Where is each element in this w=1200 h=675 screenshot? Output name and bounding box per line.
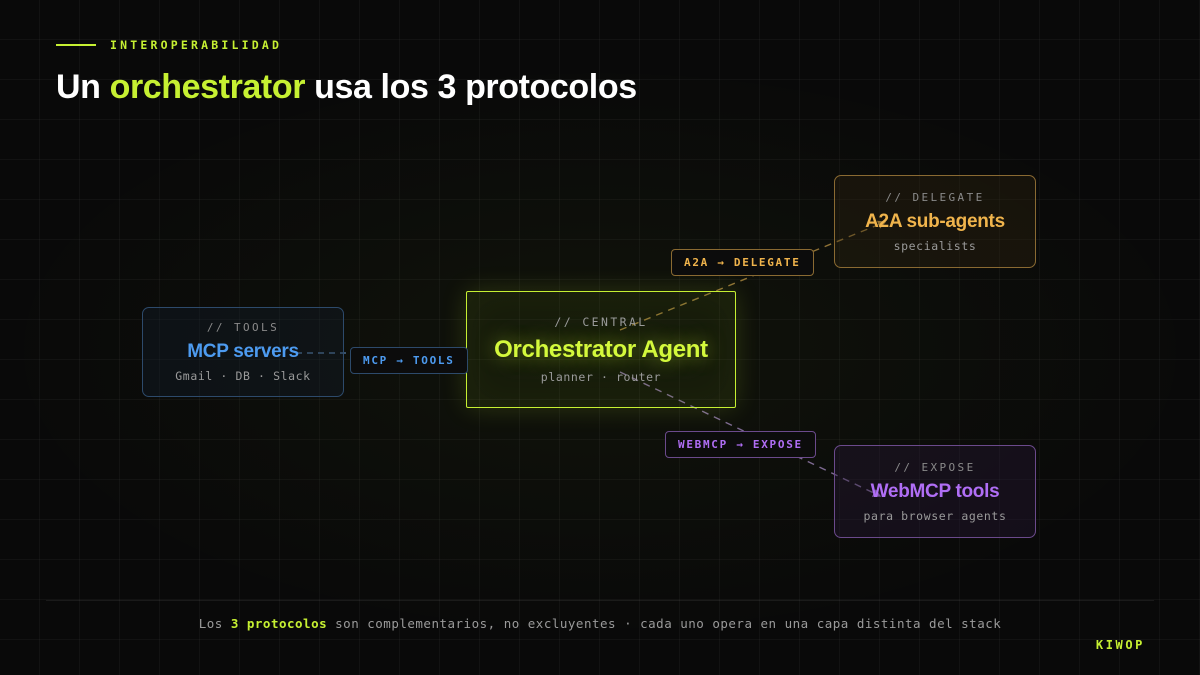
- node-title: MCP servers: [187, 341, 299, 362]
- footer-text-1: Los: [198, 616, 231, 631]
- eyebrow-rule: [56, 44, 96, 46]
- eyebrow-label: INTEROPERABILIDAD: [110, 38, 283, 52]
- node-orchestrator-agent[interactable]: // CENTRAL Orchestrator Agent planner · …: [466, 291, 736, 408]
- page-title-prefix: Un: [56, 68, 110, 106]
- connector-central-to-delegate: [619, 220, 887, 331]
- brand-logo: KIWOP: [1095, 638, 1145, 652]
- node-kicker: // CENTRAL: [554, 315, 648, 329]
- edge-label-mcp-tools[interactable]: MCP → TOOLS: [350, 347, 468, 374]
- node-a2a-sub-agents[interactable]: // DELEGATE A2A sub-agents specialists: [834, 175, 1036, 268]
- footer-highlight: 3 protocolos: [230, 616, 328, 631]
- eyebrow: INTEROPERABILIDAD: [56, 38, 637, 52]
- page-title: Un orchestrator usa los 3 protocolos: [56, 68, 637, 107]
- node-kicker: // TOOLS: [206, 321, 280, 334]
- node-subtitle: Gmail · DB · Slack: [175, 369, 311, 383]
- page-title-suffix: usa los 3 protocolos: [305, 68, 637, 106]
- node-webmcp-tools[interactable]: // EXPOSE WebMCP tools para browser agen…: [834, 445, 1036, 538]
- node-mcp-servers[interactable]: // TOOLS MCP servers Gmail · DB · Slack: [142, 307, 344, 397]
- footer-text-2: son complementarios, no excluyentes · ca…: [327, 616, 1002, 631]
- node-title: WebMCP tools: [870, 480, 1000, 502]
- header: INTEROPERABILIDAD Un orchestrator usa lo…: [56, 38, 637, 107]
- edge-label-a2a-delegate[interactable]: A2A → DELEGATE: [671, 249, 814, 276]
- node-kicker: // DELEGATE: [885, 190, 985, 204]
- footer-note: Los 3 protocolos son complementarios, no…: [0, 616, 1200, 631]
- page-title-highlight: orchestrator: [109, 68, 306, 106]
- footer-divider: [46, 600, 1154, 601]
- node-title: A2A sub-agents: [865, 210, 1005, 232]
- edge-label-webmcp-expose[interactable]: WEBMCP → EXPOSE: [665, 431, 816, 458]
- node-subtitle: para browser agents: [863, 508, 1007, 523]
- node-kicker: // EXPOSE: [894, 460, 976, 474]
- node-subtitle: specialists: [893, 238, 977, 253]
- node-title: Orchestrator Agent: [494, 336, 708, 363]
- node-subtitle: planner · router: [540, 370, 662, 384]
